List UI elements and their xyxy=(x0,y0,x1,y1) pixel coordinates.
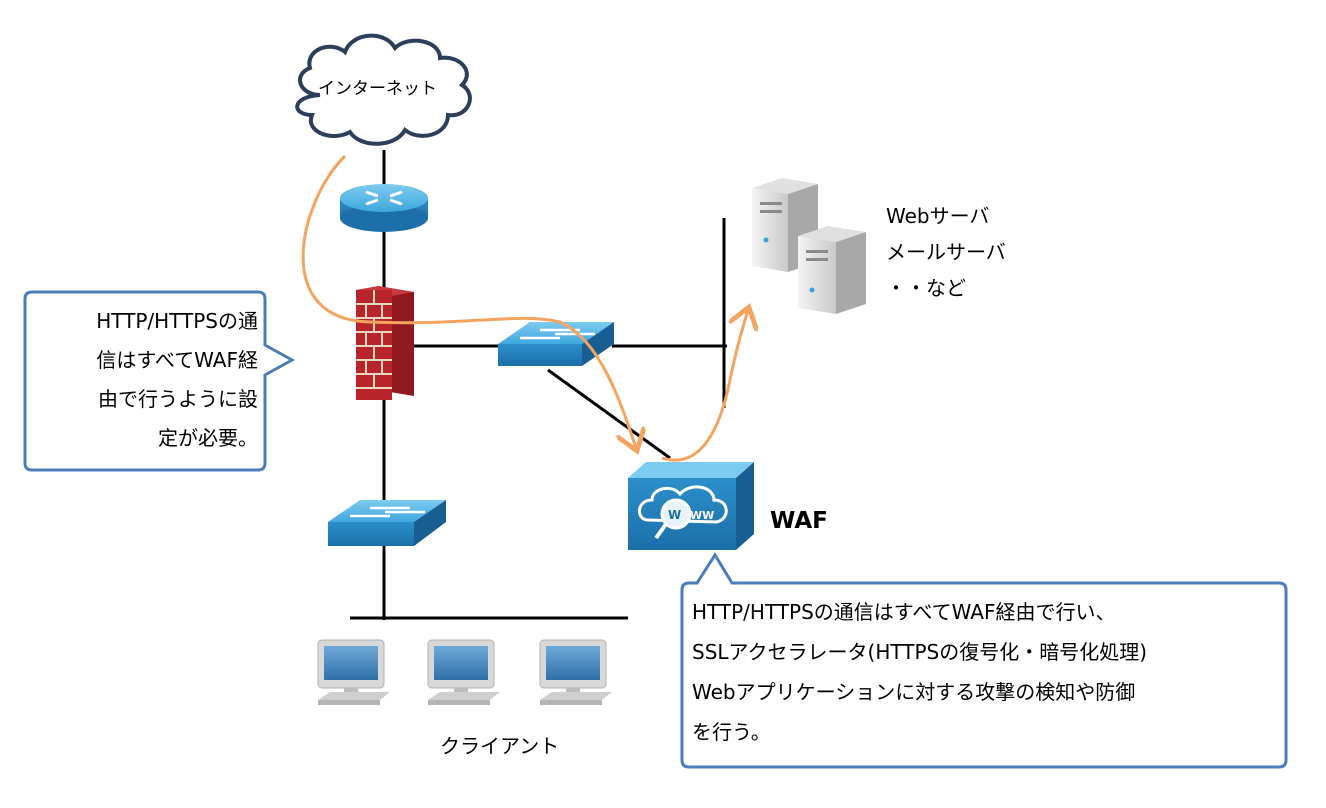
client-pc-icon-2 xyxy=(427,639,500,705)
server-labels: Webサーバ メールサーバ ・・など xyxy=(886,198,1006,306)
waf-label: WAF xyxy=(770,508,828,534)
network-links xyxy=(350,150,727,620)
svg-text:WW: WW xyxy=(690,509,714,522)
callout-left-line-4: 定が必要。 xyxy=(158,426,258,450)
svg-text:W: W xyxy=(668,508,681,522)
link-dmz-switch-waf xyxy=(547,368,671,460)
server-label-etc: ・・など xyxy=(886,276,966,300)
callout-left-line-3: 由で行うように設 xyxy=(98,387,258,411)
internet-cloud-icon xyxy=(295,33,472,146)
clients-label: クライアント xyxy=(440,734,560,758)
callout-bottom-shape xyxy=(680,552,1288,769)
callout-left-line-1: HTTP/HTTPSの通 xyxy=(96,309,258,333)
callout-bottom-text: HTTP/HTTPSの通信はすべてWAF経由で行い、 SSLアクセラレータ(HT… xyxy=(692,592,1277,752)
callout-bottom-line-1: HTTP/HTTPSの通信はすべてWAF経由で行い、 xyxy=(692,600,1116,624)
callout-bottom-line-2: SSLアクセラレータ(HTTPSの復号化・暗号化処理) xyxy=(692,640,1148,664)
internet-label: インターネット xyxy=(318,79,437,99)
server-label-web: Webサーバ xyxy=(886,204,990,228)
client-pc-icon-3 xyxy=(539,639,612,705)
callout-left-text: HTTP/HTTPSの通 信はすべてWAF経 由で行うように設 定が必要。 xyxy=(38,302,258,458)
callout-bottom-line-4: を行う。 xyxy=(692,720,771,744)
client-pc-icon-1 xyxy=(317,639,390,705)
client-switch-icon xyxy=(328,500,446,546)
server-icon-2 xyxy=(798,226,866,314)
dmz-switch-icon xyxy=(498,322,614,366)
server-label-mail: メールサーバ xyxy=(886,240,1006,264)
callout-left-shape xyxy=(23,290,296,472)
flow-arrow-waf-to-servers xyxy=(661,310,748,462)
waf-appliance-icon: W WW xyxy=(628,462,754,550)
router-icon xyxy=(340,184,428,232)
firewall-icon xyxy=(356,286,414,400)
callout-bottom-line-3: Webアプリケーションに対する攻撃の検知や防御 xyxy=(692,680,1136,704)
flow-arrow-internet-to-waf xyxy=(301,154,636,448)
callout-left-line-2: 信はすべてWAF経 xyxy=(96,348,258,372)
